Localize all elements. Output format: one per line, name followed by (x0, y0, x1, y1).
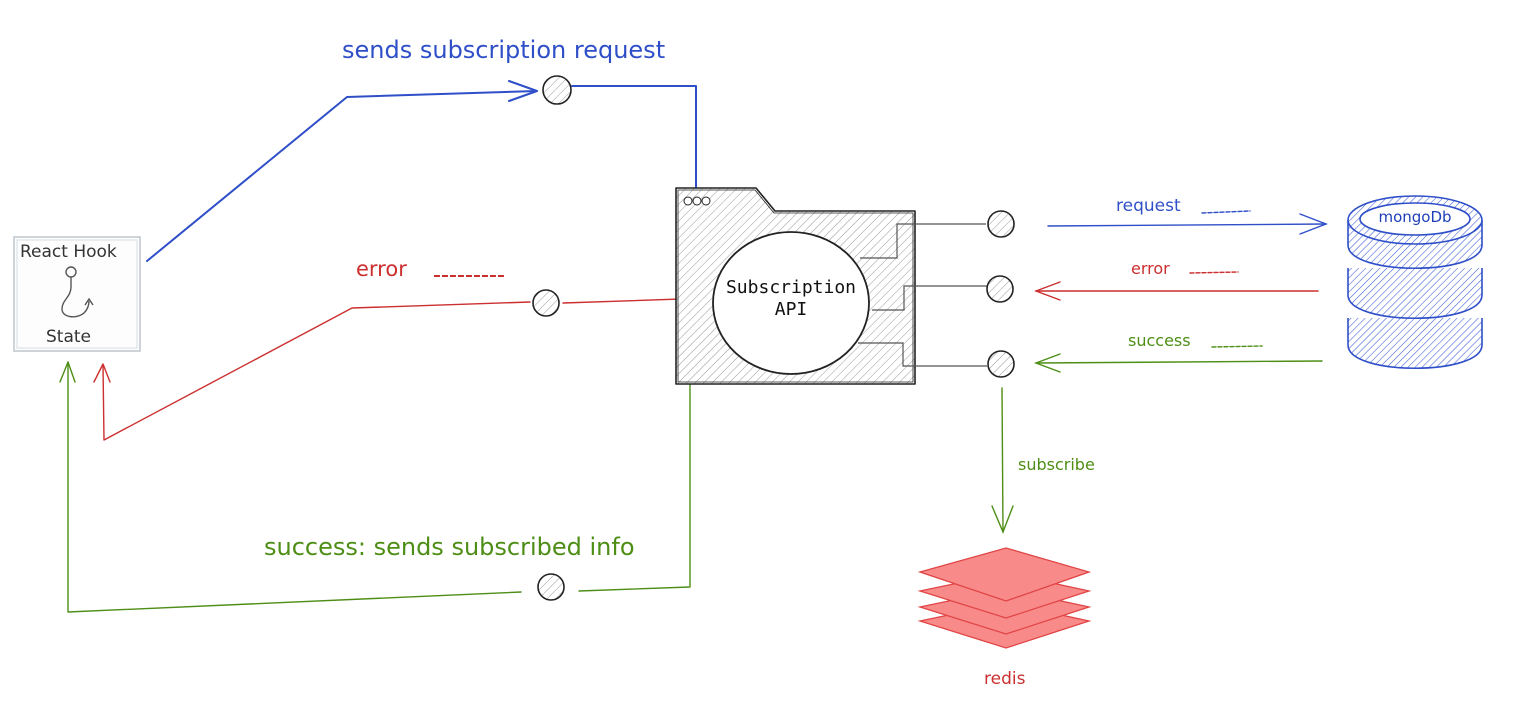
api-title-line2: API (774, 299, 808, 320)
db-success-arrow (1034, 345, 1323, 373)
request-flow-line (146, 80, 719, 262)
hook-icon (61, 266, 94, 318)
mongodb-label: mongoDb (1378, 208, 1452, 226)
react-hook-title: React Hook (20, 242, 117, 262)
api-title: Subscription API (716, 277, 866, 321)
error-flow-label: error (356, 257, 407, 281)
redis-icon (917, 547, 1092, 649)
success-flow-label: success: sends subscribed info (264, 533, 635, 561)
api-title-line1: Subscription (725, 277, 857, 298)
db-success-node (987, 350, 1015, 378)
error-node (532, 289, 560, 317)
db-error-label: error (1131, 259, 1170, 278)
subscribe-arrow (991, 387, 1014, 534)
db-error-node (986, 275, 1014, 303)
db-request-node (987, 210, 1015, 238)
react-hook-box (13, 236, 141, 352)
react-hook-state: State (46, 327, 91, 347)
request-node (542, 75, 572, 105)
error-flow-line (93, 297, 711, 441)
db-request-arrow (1047, 210, 1328, 235)
redis-label: redis (984, 669, 1026, 689)
api-connectors (858, 223, 987, 367)
db-success-label: success (1128, 331, 1191, 350)
api-folder (675, 187, 916, 385)
db-error-arrow (1034, 271, 1319, 301)
mongodb-icon (1347, 195, 1483, 370)
subscribe-label: subscribe (1018, 455, 1095, 474)
success-flow-line (59, 338, 722, 613)
db-request-label: request (1116, 196, 1181, 216)
success-node (537, 573, 565, 601)
request-flow-label: sends subscription request (342, 36, 666, 64)
